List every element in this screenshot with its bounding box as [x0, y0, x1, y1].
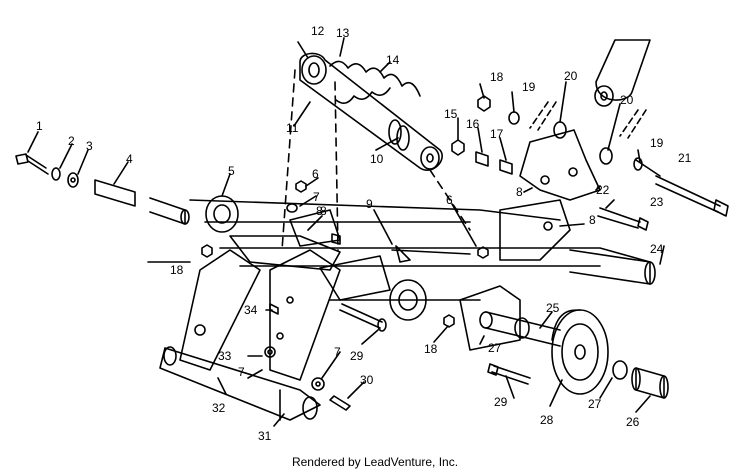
bracket-22	[519, 129, 601, 201]
callout-7c: 7	[238, 365, 245, 379]
upper-shock	[594, 39, 651, 107]
callout-17: 17	[490, 127, 504, 141]
callout-8: 8	[320, 204, 327, 218]
idler-wheel	[459, 285, 609, 395]
callout-18c: 18	[424, 342, 438, 356]
washer-3	[67, 172, 79, 188]
washer-27	[612, 360, 628, 380]
frame	[189, 195, 656, 321]
callout-10: 10	[370, 152, 384, 166]
bolt-9	[391, 245, 471, 263]
callout-8c: 8	[516, 185, 523, 199]
washer-2	[51, 167, 61, 181]
callout-16: 16	[466, 117, 480, 131]
callout-5: 5	[228, 164, 235, 178]
callout-1: 1	[36, 119, 43, 133]
callout-7b: 7	[334, 345, 341, 359]
callout-11: 11	[286, 121, 299, 135]
bolt-21	[655, 175, 729, 217]
callout-24: 24	[650, 242, 664, 256]
callout-9: 9	[366, 197, 373, 211]
callout-14: 14	[386, 53, 400, 67]
callout-18: 18	[490, 70, 504, 84]
bolt-23	[597, 207, 649, 231]
bushing-17	[499, 159, 513, 175]
callout-26: 26	[626, 415, 640, 429]
callout-21: 21	[678, 151, 692, 165]
callout-23: 23	[650, 195, 664, 209]
callout-29: 29	[350, 349, 364, 363]
spacer-26	[631, 367, 669, 399]
callout-27b: 27	[588, 397, 602, 411]
callout-22: 22	[596, 183, 610, 197]
callout-8b: 8	[589, 213, 596, 227]
callout-29b: 29	[494, 395, 508, 409]
callout-6: 6	[312, 167, 319, 181]
callout-31: 31	[258, 429, 272, 443]
callout-20: 20	[564, 69, 578, 83]
rear-arm	[159, 249, 341, 421]
callout-20b: 20	[620, 93, 634, 107]
nut-15	[451, 139, 465, 156]
spacer-4	[94, 179, 190, 225]
washer-19	[508, 111, 520, 125]
footer-credit: Rendered by LeadVenture, Inc.	[291, 455, 459, 469]
callout-33: 33	[218, 349, 232, 363]
callout-25: 25	[546, 301, 560, 315]
callout-27: 27	[488, 341, 502, 355]
callout-4: 4	[126, 152, 133, 166]
callout-19b: 19	[650, 136, 664, 150]
callout-2: 2	[68, 134, 75, 148]
bushing-16	[475, 151, 489, 167]
callout-12: 12	[311, 24, 325, 38]
callout-18b: 18	[170, 263, 184, 277]
callout-8d: 8	[316, 204, 323, 218]
bolt-1	[15, 153, 49, 175]
callout-32: 32	[212, 401, 226, 415]
callout-13: 13	[336, 26, 350, 40]
callout-7: 7	[313, 190, 320, 204]
callout-30: 30	[360, 373, 374, 387]
callout-15: 15	[444, 107, 458, 121]
shock-absorber	[299, 52, 443, 171]
callout-28: 28	[540, 413, 554, 427]
callout-34: 34	[244, 303, 258, 317]
callout-6b: 6	[446, 193, 453, 207]
callout-3: 3	[86, 139, 93, 153]
callout-19: 19	[522, 80, 536, 94]
